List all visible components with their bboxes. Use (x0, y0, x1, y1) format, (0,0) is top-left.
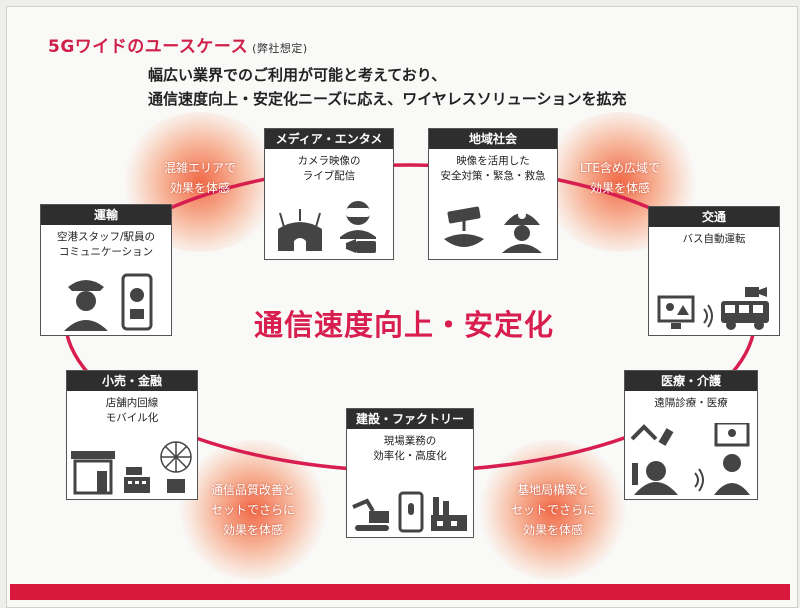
card-traffic-icons (649, 287, 779, 331)
bubble-text-3: 通信品質改善と セットでさらに 効果を体感 (193, 480, 313, 540)
card-community-line-1: 映像を活用した (456, 155, 530, 167)
bubble-3-line-3: 効果を体感 (222, 523, 283, 537)
network-icon (160, 441, 192, 493)
subtitle-line-1: 幅広い業界でのご利用が可能と考えており、 (148, 66, 447, 84)
bubble-text-1: 混雑エリアで 効果を体感 (140, 158, 260, 198)
card-media-title: メディア・エンタメ (265, 129, 393, 149)
card-medical-care: 医療・介護 遠隔診療・医療 (624, 370, 758, 500)
card-community-line-2: 安全対策・緊急・救急 (440, 170, 546, 182)
rescue-helmet-icon (501, 211, 542, 253)
card-construction-line-2: 効率化・高度化 (373, 450, 447, 462)
station-staff-icon (64, 280, 109, 331)
center-label: 通信速度向上・安定化 (253, 308, 554, 342)
bubble-4-line-2: セットでさらに (510, 503, 595, 517)
smartphone-call-icon (121, 273, 153, 331)
bubble-1-line-2: 効果を体感 (169, 181, 230, 195)
bubble-text-2: LTE含め広域で 効果を体感 (560, 158, 680, 198)
bubble-4-line-3: 効果を体感 (522, 523, 583, 537)
page-title: 5Gワイドのユースケース(弊社想定) (48, 32, 308, 57)
glow-bubble-4 (478, 440, 628, 580)
card-retail-icons (67, 439, 197, 495)
card-retail-finance: 小売・金融 店舗内回線 モバイル化 (66, 370, 198, 500)
card-construction-factory: 建設・ファクトリー 現場業務の 効率化・高度化 (346, 408, 474, 538)
card-traffic: 交通 バス自動運転 (648, 206, 780, 336)
card-community: 地域社会 映像を活用した 安全対策・緊急・救急 (428, 128, 558, 260)
bottom-accent-bar (10, 584, 790, 600)
card-retail-line-2: モバイル化 (105, 412, 159, 424)
card-retail-line-1: 店舗内回線 (105, 397, 159, 409)
store-icon (70, 451, 115, 495)
monitor-icon (657, 295, 695, 329)
card-traffic-desc: バス自動運転 (649, 232, 779, 247)
doctor-icon (714, 423, 751, 495)
card-construction-line-1: 現場業務の (383, 435, 437, 447)
card-medical-title: 医療・介護 (625, 371, 757, 391)
bubble-2-line-1: LTE含め広域で (580, 161, 660, 175)
card-media-entertainment: メディア・エンタメ カメラ映像の ライブ配信 (264, 128, 394, 260)
card-media-line-1: カメラ映像の (297, 155, 361, 167)
card-construction-desc: 現場業務の 効率化・高度化 (347, 434, 473, 464)
subtitle-line-2: 通信速度向上・安定化ニーズに応え、ワイヤレスソリューションを拡充 (148, 90, 627, 108)
card-retail-desc: 店舗内回線 モバイル化 (67, 396, 197, 426)
bubble-1-line-1: 混雑エリアで (163, 161, 236, 175)
card-media-desc: カメラ映像の ライブ配信 (265, 154, 393, 184)
card-community-icons (429, 201, 557, 255)
vr-headset-person-icon (339, 201, 376, 253)
bus-icon (721, 287, 770, 330)
card-traffic-title: 交通 (649, 207, 779, 227)
excavator-icon (352, 498, 389, 531)
card-community-desc: 映像を活用した 安全対策・緊急・救急 (429, 154, 557, 184)
card-transport-line-2: コミュニケーション (58, 246, 154, 258)
bubble-4-line-1: 基地局構築と (516, 483, 589, 497)
bubble-3-line-1: 通信品質改善と (210, 483, 295, 497)
bubble-2-line-2: 効果を体感 (589, 181, 650, 195)
wireless-icon (694, 468, 704, 492)
cash-register-icon (124, 467, 150, 493)
card-transport-desc: 空港スタッフ/駅員の コミュニケーション (41, 230, 171, 260)
bubble-text-4: 基地局構築と セットでさらに 効果を体感 (493, 480, 613, 540)
title-text: 5Gワイドのユースケース (48, 37, 249, 57)
card-traffic-line-1: バス自動運転 (682, 233, 746, 245)
card-transport-line-1: 空港スタッフ/駅員の (56, 231, 156, 243)
card-medical-line-1: 遠隔診療・医療 (654, 397, 728, 409)
card-construction-icons (347, 491, 473, 533)
card-transport: 運輸 空港スタッフ/駅員の コミュニケーション (40, 204, 172, 336)
surgical-robot-icon (630, 424, 678, 495)
card-transport-title: 運輸 (41, 205, 171, 225)
card-medical-icons (625, 423, 757, 495)
smartphone-mic-icon (398, 491, 424, 533)
card-medical-desc: 遠隔診療・医療 (625, 396, 757, 411)
factory-icon (431, 497, 468, 531)
card-construction-title: 建設・ファクトリー (347, 409, 473, 429)
security-camera-icon (444, 206, 485, 247)
stadium-icon (278, 209, 323, 251)
bubble-3-line-2: セットでさらに (210, 503, 295, 517)
card-transport-icons (41, 273, 171, 331)
wireless-icon (703, 304, 713, 328)
card-media-line-2: ライブ配信 (302, 170, 356, 182)
card-media-icons (265, 199, 393, 255)
title-note: (弊社想定) (252, 42, 308, 55)
card-retail-title: 小売・金融 (67, 371, 197, 391)
card-community-title: 地域社会 (429, 129, 557, 149)
